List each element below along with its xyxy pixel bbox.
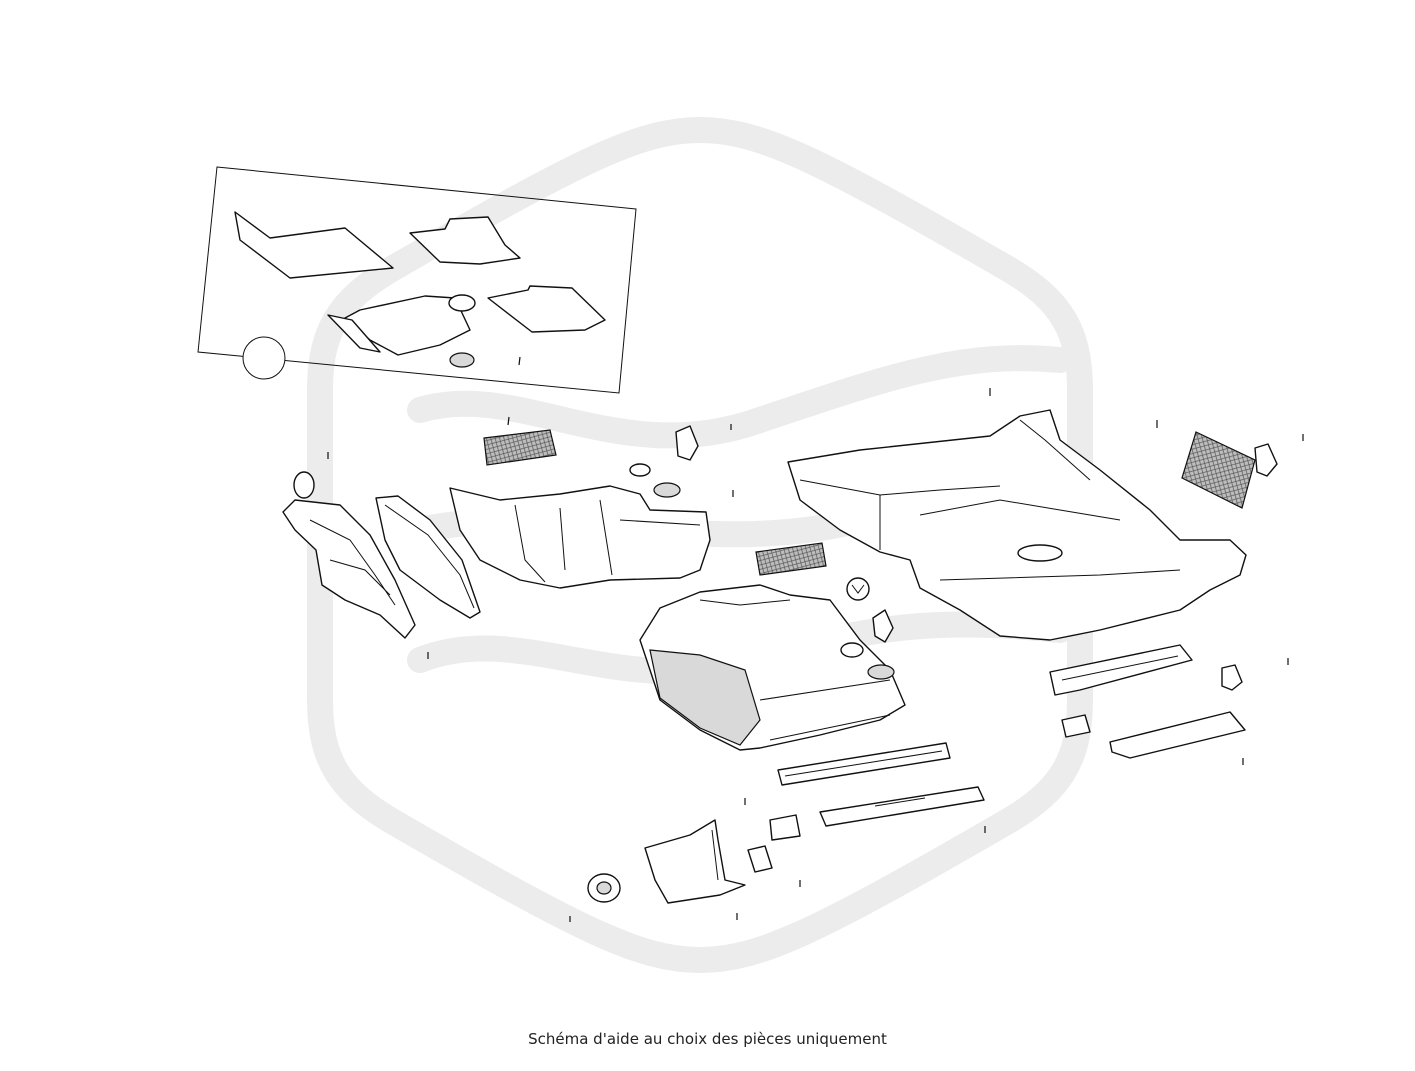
kick-panel[interactable] <box>644 819 746 920</box>
clip-right[interactable] <box>1254 434 1304 477</box>
mesh-filter-center[interactable] <box>755 542 827 576</box>
retainer-center[interactable] <box>629 463 734 498</box>
rear-sill-bracket[interactable] <box>1061 714 1091 738</box>
kick-panel-clip[interactable] <box>747 845 801 887</box>
clip-center[interactable] <box>675 424 732 461</box>
rear-sill-trim[interactable] <box>1049 644 1193 696</box>
clip-left[interactable] <box>293 452 329 499</box>
dash-insulation-panel[interactable] <box>375 495 481 619</box>
floor-mat-set[interactable] <box>197 166 637 394</box>
front-sill-bracket[interactable] <box>744 798 801 841</box>
rear-sill-plate[interactable] <box>1109 711 1246 765</box>
front-carpet-tunnel[interactable] <box>449 485 711 589</box>
mesh-filter-right[interactable] <box>1156 420 1256 509</box>
retainer-front[interactable] <box>840 642 895 680</box>
logo-badge[interactable] <box>846 577 870 601</box>
diagram-caption: Schéma d'aide au choix des pièces unique… <box>528 1030 887 1048</box>
grommet[interactable] <box>569 873 621 922</box>
clip-front[interactable] <box>872 609 894 643</box>
front-sill-trim[interactable] <box>777 742 951 786</box>
mesh-filter-left[interactable] <box>483 416 557 466</box>
rear-floor-carpet[interactable] <box>787 388 1247 641</box>
front-floor-carpet[interactable] <box>639 584 906 751</box>
front-sill-plate[interactable] <box>819 786 986 833</box>
rear-sill-clip[interactable] <box>1221 658 1289 691</box>
firewall-insulation[interactable] <box>282 499 429 659</box>
